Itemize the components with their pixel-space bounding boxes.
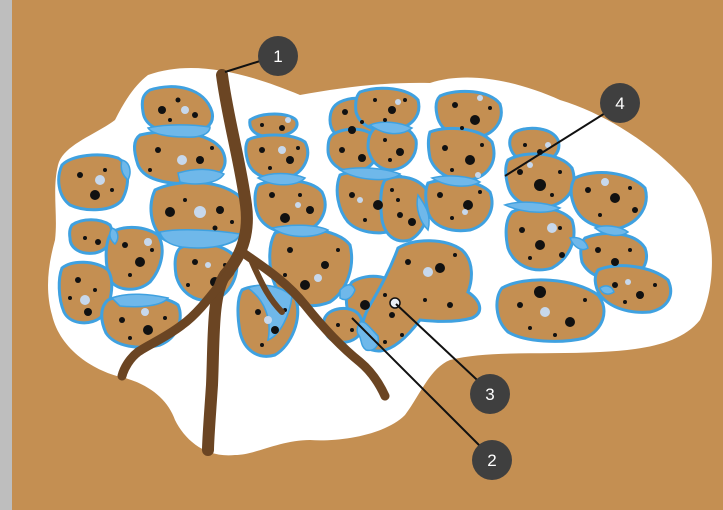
callout-number: 4: [615, 94, 624, 113]
callout-number: 2: [487, 451, 496, 470]
callout-number: 3: [485, 385, 494, 404]
callout-4: 4: [600, 83, 640, 123]
callout-3: 3: [470, 374, 510, 414]
callout-1: 1: [258, 36, 298, 76]
frame-edge: [0, 0, 12, 510]
callout-2: 2: [472, 440, 512, 480]
callout-number: 1: [273, 47, 282, 66]
